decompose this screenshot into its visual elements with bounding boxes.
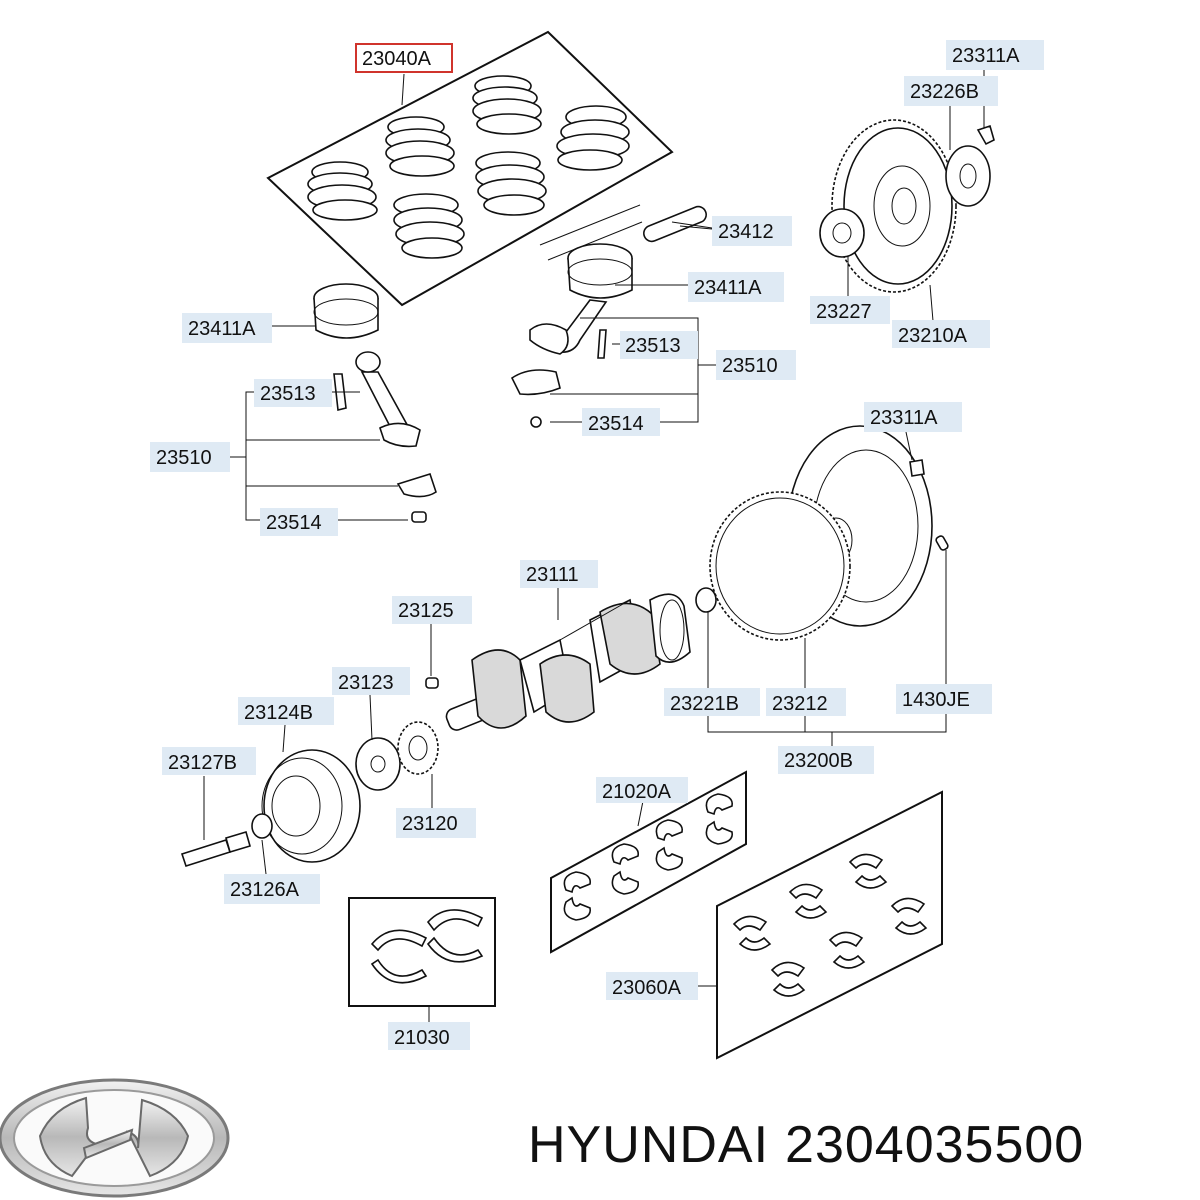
pilot-bearing-23221B <box>695 587 717 613</box>
piston-right-assembly <box>510 204 713 428</box>
piston-ring-stack-2 <box>385 116 455 177</box>
woodruff-key-23125 <box>425 677 439 689</box>
washer-23126A <box>251 813 273 839</box>
label-23510-left: 23510 <box>156 447 212 469</box>
label-23125: 23125 <box>398 600 454 622</box>
piston-ring-stack-4 <box>393 193 465 259</box>
label-23513-left: 23513 <box>260 383 316 405</box>
brand-name: HYUNDAI <box>528 1116 770 1174</box>
label-23210A: 23210A <box>898 325 968 347</box>
label-23226B: 23226B <box>910 81 979 103</box>
con-rod-left-cap <box>396 473 437 498</box>
part-number: 2304035500 <box>785 1116 1085 1174</box>
piston-ring-stack-3 <box>472 75 542 135</box>
con-rod-right-bolt <box>597 329 607 359</box>
flywheel-plate-top <box>843 127 953 285</box>
ring-gear-23212 <box>709 491 851 641</box>
main-bearing-set-21020A <box>550 770 747 954</box>
washer-23123 <box>355 737 401 791</box>
label-23123: 23123 <box>338 672 394 694</box>
con-rod-left-big-end <box>379 422 421 448</box>
footer-part-reference: HYUNDAI 2304035500 <box>528 1115 1100 1175</box>
label-23311A-top: 23311A <box>952 45 1020 67</box>
label-23411A-left: 23411A <box>188 318 256 340</box>
label-23060A: 23060A <box>612 977 682 999</box>
label-23212: 23212 <box>772 693 828 715</box>
label-23221B: 23221B <box>670 693 739 715</box>
sprocket-23120 <box>397 721 439 775</box>
con-rod-right-big-end <box>529 323 569 355</box>
piston-right-skirt <box>567 257 633 299</box>
label-23514-right: 23514 <box>588 413 644 435</box>
label-23200B: 23200B <box>784 750 853 772</box>
flywheel-spacer-23227 <box>819 208 865 258</box>
leader-21020A <box>637 800 644 827</box>
label-23124B: 23124B <box>244 702 313 724</box>
piston-ring-stack-1 <box>307 161 378 221</box>
con-rod-left-nut <box>411 511 427 523</box>
flywheel-bolt-mid <box>909 459 925 477</box>
label-1430JE: 1430JE <box>902 689 970 711</box>
label-23513-right: 23513 <box>625 335 681 357</box>
con-rod-left-small-end <box>355 351 381 373</box>
piston-left-skirt <box>313 297 379 339</box>
thrust-washer-set-21030 <box>348 897 496 1007</box>
hyundai-logo <box>0 1078 230 1198</box>
label-23411A-right: 23411A <box>694 277 762 299</box>
label-23111: 23111 <box>526 564 579 586</box>
con-rod-right-cap <box>510 369 561 396</box>
flywheel-plate-23226B <box>945 145 991 207</box>
leader-23040A <box>401 73 405 106</box>
label-23514-left: 23514 <box>266 512 322 534</box>
piston-ring-set-group <box>266 30 674 307</box>
ring-kit-frame <box>266 30 674 307</box>
pulley-bolt-23127B <box>180 838 232 868</box>
flywheel-mid-group <box>695 425 949 641</box>
dowel-pin-1430JE <box>935 535 949 551</box>
flywheel-top-group <box>819 119 995 293</box>
con-rod-right-nut <box>530 416 542 428</box>
label-21020A: 21020A <box>602 781 672 803</box>
label-23227: 23227 <box>816 301 872 323</box>
thrust-washer-frame <box>348 897 496 1007</box>
part-labels: 23040A 23311A 23226B 23412 23411A 23411A… <box>150 40 1044 1050</box>
flywheel-bolt-top <box>976 124 995 146</box>
conrod-shells <box>732 853 928 997</box>
bearing-set-frame-21020A <box>550 770 747 954</box>
piston-ring-stack-5 <box>475 151 547 216</box>
label-23126A: 23126A <box>230 879 300 901</box>
label-23510-right: 23510 <box>722 355 778 377</box>
label-23127B: 23127B <box>168 752 237 774</box>
label-23120: 23120 <box>402 813 458 835</box>
bearing-set-frame-23060A <box>716 790 943 1060</box>
label-23040A: 23040A <box>362 48 432 70</box>
conrod-bearing-set-23060A <box>716 790 943 1060</box>
label-23412: 23412 <box>718 221 774 243</box>
piston-left-assembly <box>313 283 437 523</box>
bearing-shells-upper <box>563 793 734 921</box>
piston-pin <box>643 205 707 243</box>
crankshaft-23111 <box>445 593 691 731</box>
piston-ring-stack-6 <box>556 105 630 171</box>
label-23311A-mid: 23311A <box>870 407 938 429</box>
label-21030: 21030 <box>394 1027 450 1049</box>
label-box-23040A-highlight <box>355 43 453 73</box>
crank-pulley-group <box>180 677 439 868</box>
